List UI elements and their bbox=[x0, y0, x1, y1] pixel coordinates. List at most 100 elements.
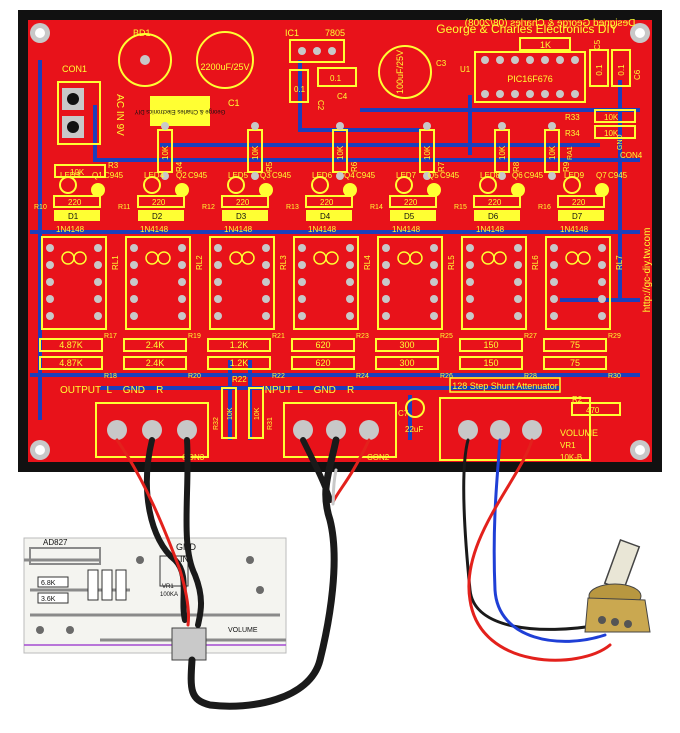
transistor-label: Q2 bbox=[176, 171, 187, 180]
svg-text:0.1: 0.1 bbox=[617, 64, 626, 76]
upper-resistor-value: 10K bbox=[548, 145, 557, 160]
svg-text:0.1: 0.1 bbox=[294, 85, 306, 94]
upper-resistor-ref: R7 bbox=[437, 161, 446, 172]
attenuator-value-bottom: 300 bbox=[399, 358, 414, 368]
amp-ic-label: AD827 bbox=[43, 538, 68, 547]
c6-capacitor bbox=[611, 49, 631, 87]
attenuator-ref-top: R17 bbox=[104, 333, 117, 340]
volume-potentiometer[interactable] bbox=[584, 539, 651, 633]
bd1-label: BD1 bbox=[133, 28, 151, 38]
con1-block bbox=[57, 81, 101, 145]
ic1-label: IC1 bbox=[285, 28, 299, 38]
svg-text:100uF/25V: 100uF/25V bbox=[395, 50, 405, 94]
attenuator-ref-bottom: R30 bbox=[608, 373, 621, 380]
attenuator-ref-bottom: R22 bbox=[272, 373, 285, 380]
c5-capacitor bbox=[589, 49, 609, 87]
transistor-type: C945 bbox=[104, 171, 124, 180]
upper-resistor-value: 10K bbox=[498, 145, 507, 160]
mcu-label: PIC16F676 bbox=[507, 74, 553, 84]
base-resistor-ref: R10 bbox=[34, 204, 47, 211]
svg-text:10K: 10K bbox=[70, 168, 85, 177]
led-label: LED8 bbox=[480, 171, 501, 180]
svg-text:10K: 10K bbox=[604, 129, 619, 138]
mcu-chip bbox=[474, 51, 586, 103]
volume-title: 128 Step Shunt Attenuator bbox=[452, 381, 558, 391]
transistor bbox=[595, 183, 609, 197]
svg-text:0.1: 0.1 bbox=[330, 74, 342, 83]
attenuator-ref-top: R27 bbox=[524, 333, 537, 340]
diode-type: 1N4148 bbox=[56, 225, 85, 234]
upper-resistor-value: 10K bbox=[423, 145, 432, 160]
attenuator-ref-bottom: R28 bbox=[524, 373, 537, 380]
attenuator-value-bottom: 75 bbox=[570, 358, 580, 368]
relay bbox=[125, 236, 191, 330]
con3-connector bbox=[95, 402, 209, 458]
svg-text:R22: R22 bbox=[232, 375, 247, 384]
led bbox=[227, 176, 245, 194]
transistor-type: C945 bbox=[272, 171, 292, 180]
r2-resistor bbox=[571, 402, 621, 416]
relay-label: RL4 bbox=[363, 255, 372, 270]
relay bbox=[461, 236, 527, 330]
upper-resistor-ref: R5 bbox=[265, 161, 274, 172]
upper-resistor-value: 10K bbox=[251, 145, 260, 160]
svg-text:CON3: CON3 bbox=[182, 453, 205, 462]
attenuator-value-bottom: 4.87K bbox=[59, 358, 83, 368]
transistor bbox=[259, 183, 273, 197]
relay-label: RL2 bbox=[195, 255, 204, 270]
diode-ref: D4 bbox=[320, 212, 331, 221]
diode-ref: D2 bbox=[152, 212, 163, 221]
output-label: OUTPUT L GND R bbox=[60, 385, 163, 396]
svg-text:C4: C4 bbox=[337, 92, 348, 101]
transistor-label: Q3 bbox=[260, 171, 271, 180]
led-label: LED7 bbox=[396, 171, 417, 180]
regulator-label: 7805 bbox=[325, 28, 345, 38]
led-label: LED3 bbox=[60, 171, 81, 180]
base-resistor-value: 220 bbox=[152, 198, 166, 207]
transistor-type: C945 bbox=[524, 171, 544, 180]
svg-text:R33: R33 bbox=[565, 113, 580, 122]
attenuator-value-top: 620 bbox=[315, 340, 330, 350]
regulator bbox=[289, 39, 345, 63]
transistor bbox=[427, 183, 441, 197]
base-resistor-value: 220 bbox=[572, 198, 586, 207]
svg-text:C3: C3 bbox=[436, 59, 447, 68]
attenuator-ref-top: R25 bbox=[440, 333, 453, 340]
relay-label: RL5 bbox=[447, 255, 456, 270]
c4-capacitor bbox=[317, 67, 357, 87]
led bbox=[143, 176, 161, 194]
attenuator-value-top: 1.2K bbox=[230, 340, 249, 350]
svg-text:RA1: RA1 bbox=[567, 146, 574, 160]
svg-text:22uF: 22uF bbox=[405, 425, 423, 434]
transistor-label: Q6 bbox=[512, 171, 523, 180]
diode-ref: D6 bbox=[488, 212, 499, 221]
website-label: http://gc-diy.tw.com bbox=[642, 228, 653, 313]
diode-type: 1N4148 bbox=[140, 225, 169, 234]
attenuator-ref-top: R23 bbox=[356, 333, 369, 340]
led-label: LED4 bbox=[144, 171, 165, 180]
upper-resistor-ref: R6 bbox=[350, 161, 359, 172]
relay bbox=[293, 236, 359, 330]
diode-type: 1N4148 bbox=[560, 225, 589, 234]
svg-text:R2: R2 bbox=[572, 395, 583, 404]
power-section: CON1 AC IN 9V BD1 2200uF/25V C1 George &… bbox=[54, 28, 643, 178]
svg-text:6.8K: 6.8K bbox=[41, 580, 56, 587]
diode-ref: D5 bbox=[404, 212, 415, 221]
led-label: LED5 bbox=[228, 171, 249, 180]
attenuator-value-top: 4.87K bbox=[59, 340, 83, 350]
led-label: LED9 bbox=[564, 171, 585, 180]
base-resistor-value: 220 bbox=[488, 198, 502, 207]
base-resistor-value: 220 bbox=[236, 198, 250, 207]
relay-label: RL1 bbox=[111, 255, 120, 270]
relay bbox=[377, 236, 443, 330]
ac-input-label: AC IN 9V bbox=[114, 94, 125, 136]
c1-value: 2200uF/25V bbox=[200, 62, 249, 72]
attenuator-ref-bottom: R26 bbox=[440, 373, 453, 380]
transistor bbox=[175, 183, 189, 197]
base-resistor-value: 220 bbox=[320, 198, 334, 207]
